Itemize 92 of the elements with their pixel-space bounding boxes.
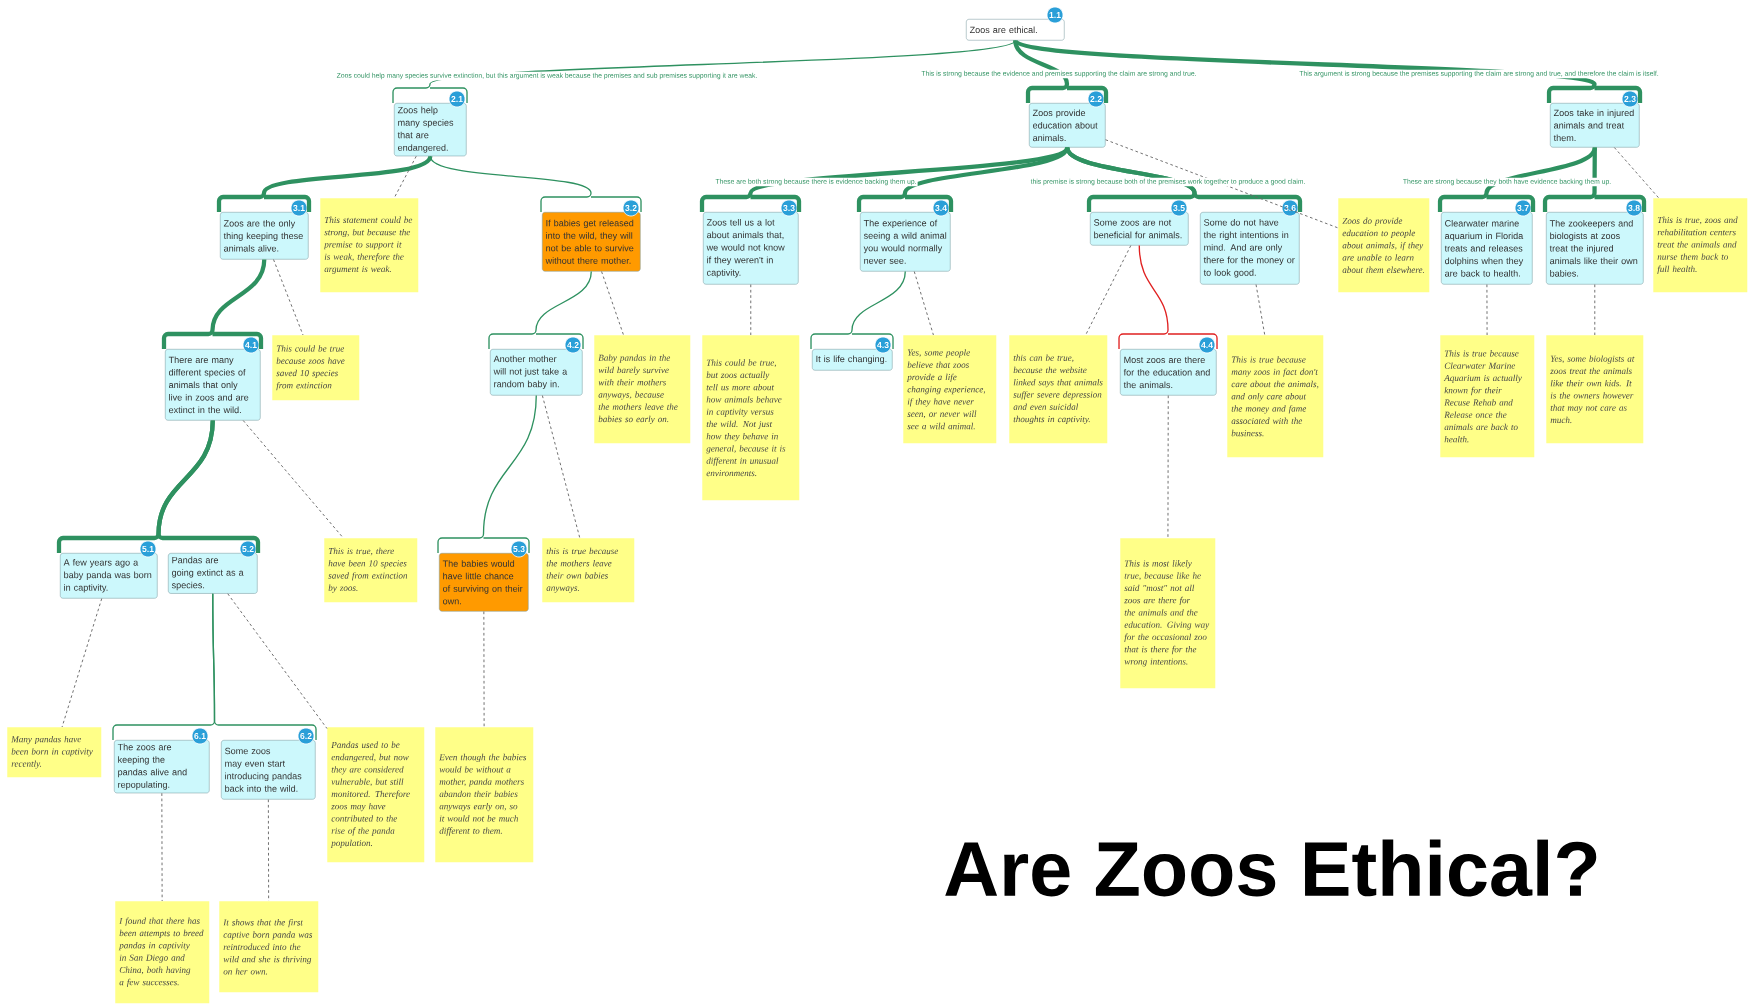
sticky-note: Even though the babies would be without a mother, panda mothers abandon their babies anyways early on, so it would not be much different to them.: [435, 727, 534, 863]
connector: [1085, 245, 1132, 336]
number-badge: 4.2: [564, 336, 582, 354]
claim-box: The zookeepers and biologists at zoos treat the injured animals like their own babies.: [1546, 212, 1644, 285]
sticky-note: this is true because the mothers leave their own babies anyways.: [542, 538, 635, 603]
number-badge: 6.1: [191, 727, 209, 745]
sticky-note: This is true because many zoos in fact don't care about the animals, and only care about the money and fame associated with the business.: [1227, 335, 1324, 458]
sticky-note: This could be true, but zoos actually tell us more about how animals behave in captivity versus the wild. Not just how they behave in general, because it is different in unusual environments.: [702, 335, 800, 501]
connector: [1542, 145, 1647, 215]
number-badge: 3.3: [780, 199, 798, 217]
claim-box: The babies would have little chance of surviving on their own.: [439, 553, 529, 612]
number-badge: 2.3: [1621, 90, 1639, 108]
connector: [1486, 284, 1488, 336]
claim-box: Another mother will not just take a random baby in.: [490, 349, 583, 396]
number-badge: 5.1: [139, 540, 157, 558]
number-badge: 6.2: [297, 727, 315, 745]
connector: [1594, 284, 1596, 336]
claim-box: It is life changing.: [812, 349, 893, 371]
number-badge: 5.2: [239, 540, 257, 558]
connector: [1613, 147, 1660, 199]
claim-box: Some zoos are not beneficial for animals.: [1090, 212, 1189, 246]
claim-box: Zoos are ethical.: [966, 19, 1065, 41]
sticky-note: Yes, some people believe that zoos provide a life changing experience, if they have never seen, or never will see a wild animal.: [903, 335, 997, 444]
connector: [1167, 395, 1169, 539]
connector: [1255, 284, 1266, 336]
connector: [393, 155, 417, 199]
number-badge: 4.3: [874, 336, 892, 354]
claim-box: Zoos are the only thing keeping these animals alive.: [220, 212, 309, 260]
sticky-note: This could be true because zoos have saved 10 species from extinction: [272, 335, 360, 401]
claim-box: There are many different species of animals that only live in zoos and are extinct in the wild.: [165, 349, 261, 421]
claim-box: Some zoos may even start introducing pandas back into the wild.: [221, 740, 316, 800]
connector: [488, 270, 592, 350]
title: Are Zoos Ethical?: [945, 839, 1597, 897]
connector: [429, 155, 642, 213]
connector: [913, 271, 934, 336]
connector: [216, 154, 433, 215]
number-badge: 2.1: [448, 90, 466, 108]
connector: [61, 598, 103, 728]
number-badge: 3.7: [1514, 199, 1532, 217]
sticky-note: This is most likely true, because like he said "most" not all zoos are there for the animals and the education. Giving way for the occasional zoo that is there for the wrong intentions.: [1120, 538, 1216, 689]
claim-box: Clearwater marine aquarium in Florida treats and releases dolphins when they are back to health.: [1441, 212, 1533, 285]
claim-box: The zoos are keeping the pandas alive and repopulating.: [114, 740, 210, 794]
connector: [1105, 139, 1339, 229]
number-badge: 3.8: [1625, 199, 1643, 217]
connector: [1065, 146, 1303, 212]
connector: [161, 257, 267, 352]
connector: [242, 420, 344, 539]
sticky-note: Yes, some biologists at zoos treat the animals like their own kids. It is the owners however that may not care as much.: [1546, 335, 1644, 444]
connector: [273, 259, 304, 336]
connector: [156, 420, 261, 553]
number-badge: 4.4: [1198, 336, 1216, 354]
connector: [227, 593, 328, 729]
claim-box: Zoos help many species that are endangered.: [394, 103, 467, 157]
number-badge: 3.2: [622, 199, 640, 217]
connector: [212, 593, 317, 741]
claim-box: The experience of seeing a wild animal you would normally never see.: [860, 212, 951, 272]
connector: [267, 799, 270, 902]
connector: [1013, 38, 1643, 106]
connector: [161, 792, 163, 902]
number-badge: 3.4: [932, 199, 950, 217]
sticky-note: this can be true, because the website linked says that animals suffer severe depression and even suicidal thoughts in captivity.: [1009, 335, 1108, 444]
sticky-note: This is true because Clearwater Marine Aquarium is actually known for their Recuse Rehab and Release once the animals are back to health.: [1440, 335, 1535, 458]
claim-box: Zoos take in injured animals and treat them.: [1550, 103, 1640, 148]
sticky-note: This is true, zoos and rehabilitation centers treat the animals and nurse them back to full health.: [1653, 198, 1748, 293]
number-badge: 3.1: [290, 199, 308, 217]
number-badge: 2.2: [1087, 90, 1105, 108]
connector: [601, 271, 624, 336]
connector: [541, 395, 581, 539]
claim-box: Most zoos are there for the education and the animals.: [1120, 349, 1217, 396]
sticky-note: This statement could be strong, but because the premise to support it is weak, therefore the argument is weak.: [320, 198, 419, 293]
number-badge: 3.6: [1281, 199, 1299, 217]
sticky-note: Baby pandas in the wild barely survive with their mothers anyways, because the mothers leave the babies so early on.: [594, 335, 691, 444]
sticky-note: Zoos do provide education to people about animals, if they are unable to learn about them elsewhere.: [1338, 198, 1430, 293]
claim-box: Zoos tell us a lot about animals that, we would not know if they weren't in captivity.: [703, 212, 799, 285]
number-badge: 3.5: [1170, 199, 1188, 217]
claim-box: Zoos provide education about animals.: [1029, 103, 1106, 148]
claim-box: A few years ago a baby panda was born in captivity.: [60, 553, 158, 599]
claim-box: Some do not have the right intentions in mind. And are only there for the money or to look good.: [1200, 212, 1300, 285]
number-badge: 1.1: [1046, 6, 1064, 24]
sticky-note: Many pandas have been born in captivity recently.: [7, 727, 102, 778]
connector: [437, 394, 537, 554]
sticky-note: I found that there has been attempts to breed pandas in captivity in San Diego and China, both having a few successes.: [115, 901, 210, 1004]
connector: [483, 611, 485, 728]
connector: [750, 284, 752, 336]
sticky-note: It shows that the first captive born panda was reintroduced into the wild and she is thriving on her own.: [219, 901, 319, 993]
connector: [1118, 244, 1218, 350]
claim-box: If babies get released into the wild, they will not be able to survive without there mother.: [542, 212, 641, 272]
number-badge: 5.3: [510, 540, 528, 558]
sticky-note: This is true, there have been 10 species saved from extinction by zoos.: [324, 538, 418, 603]
number-badge: 4.1: [242, 336, 260, 354]
claim-box: Pandas are going extinct as a species.: [168, 553, 258, 594]
sticky-note: Pandas used to be endangered, but now they are considered vulnerable, but still monitored. Therefore zoos may have contributed to the rise of the panda population.: [327, 727, 425, 863]
